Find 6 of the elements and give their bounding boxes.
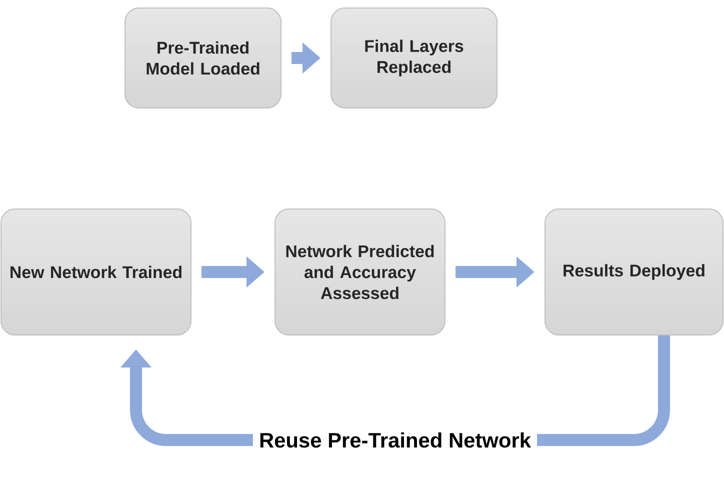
process-box: Pre-Trained Model Loaded (124, 8, 282, 108)
process-box: Final Layers Replaced (330, 8, 498, 108)
process-box: New Network Trained (0, 208, 192, 336)
process-box: Results Deployed (544, 208, 724, 336)
process-box: Network Predicted and Accuracy Assessed (274, 208, 446, 336)
edge-label: Reuse Pre-Trained Network (252, 426, 538, 454)
